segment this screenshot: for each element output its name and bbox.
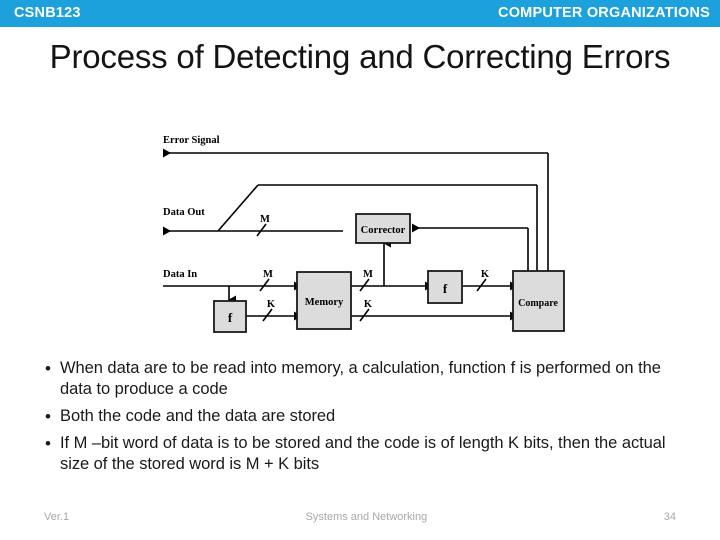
- k-mem-out-label: K: [364, 299, 373, 310]
- footer: Ver.1 Systems and Networking 34: [0, 505, 720, 529]
- f-input-label: f: [228, 310, 233, 325]
- compare-label: Compare: [518, 298, 558, 309]
- diagram-boxes: [213, 213, 565, 333]
- slash-data-out-m: [256, 223, 267, 237]
- bullet-text: When data are to be read into memory, a …: [60, 359, 661, 398]
- compare-box: [512, 270, 565, 332]
- f-input-box: [213, 300, 247, 333]
- k-f-in-label: K: [267, 299, 276, 310]
- error-signal-label: Error Signal: [163, 135, 220, 146]
- bullet-list: • When data are to be read into memory, …: [40, 358, 688, 481]
- corrector-bypass-diagonal: [217, 184, 259, 232]
- corrector-label: Corrector: [361, 225, 406, 236]
- f-output-label: f: [443, 281, 448, 296]
- slash-f-k: [262, 308, 273, 322]
- m-data-in-label: M: [263, 269, 273, 280]
- slash-data-in-m: [259, 278, 270, 292]
- data-out-label: Data Out: [163, 207, 205, 218]
- k-f-out-label: K: [481, 269, 490, 280]
- memory-box: [296, 271, 352, 330]
- list-item: • If M –bit word of data is to be stored…: [40, 433, 688, 475]
- subject-label: Systems and Networking: [305, 511, 428, 523]
- version-label: Ver.1: [44, 511, 70, 523]
- bullet-marker: •: [45, 434, 51, 453]
- f-output-box: [427, 270, 463, 304]
- header-bar: CSNB123 COMPUTER ORGANIZATIONS: [0, 0, 720, 27]
- m-mem-out-label: M: [363, 269, 373, 280]
- memory-label: Memory: [305, 297, 344, 308]
- corrector-box: [355, 213, 411, 244]
- bullet-text: Both the code and the data are stored: [60, 407, 336, 425]
- slash-f-out-k: [476, 278, 487, 292]
- slash-mem-m: [359, 278, 370, 292]
- course-code: CSNB123: [14, 5, 81, 22]
- bullet-marker: •: [45, 359, 51, 378]
- course-title: COMPUTER ORGANIZATIONS: [498, 5, 710, 22]
- bullet-marker: •: [45, 407, 51, 426]
- page-number: 34: [663, 511, 676, 523]
- page-title: Process of Detecting and Correcting Erro…: [49, 38, 671, 75]
- list-item: • When data are to be read into memory, …: [40, 358, 688, 400]
- bullet-text: If M –bit word of data is to be stored a…: [60, 434, 666, 473]
- m-data-out-label: M: [260, 214, 270, 225]
- list-item: • Both the code and the data are stored: [40, 406, 688, 427]
- data-in-label: Data In: [163, 269, 197, 280]
- slash-mem-k: [359, 308, 370, 322]
